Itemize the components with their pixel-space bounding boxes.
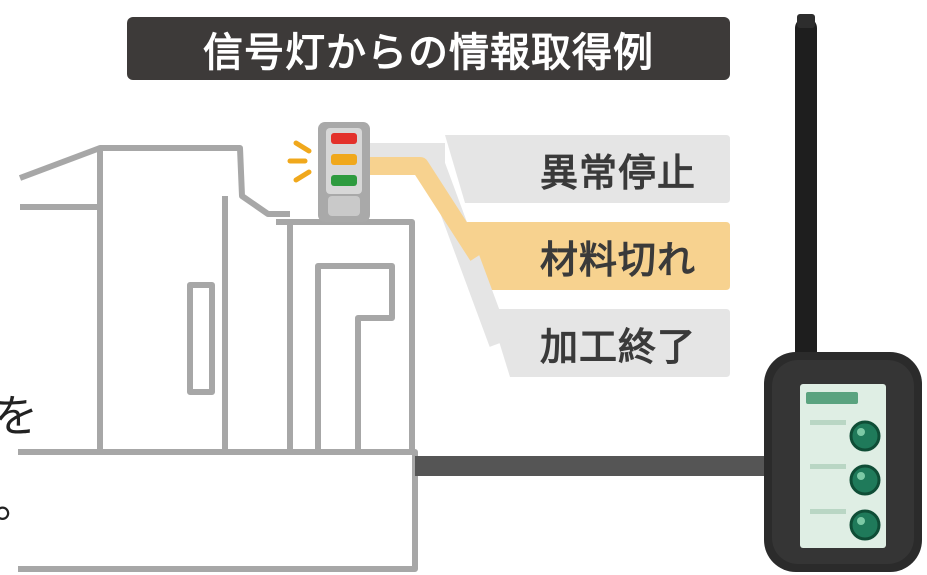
machine-slot xyxy=(187,282,215,395)
device-panel-header xyxy=(806,392,858,404)
machine-base xyxy=(18,449,418,572)
machine-right-housing xyxy=(276,219,415,452)
left-edge-text-bottom: 。 xyxy=(0,466,38,530)
amber-glow-marks xyxy=(287,140,312,183)
status-bg-processing-done xyxy=(489,309,730,377)
status-label-processing-done: 加工終了 xyxy=(539,324,696,369)
status-bg-material-out xyxy=(466,222,730,290)
signal-lamp-red xyxy=(331,133,357,144)
signal-lamp-green xyxy=(331,175,357,186)
machine-door xyxy=(315,263,395,452)
signal-tower-base xyxy=(328,196,360,216)
signal-tower xyxy=(318,122,370,222)
left-edge-text-top: を xyxy=(0,391,38,442)
status-label-backgrounds xyxy=(445,135,730,377)
machine-outline xyxy=(18,145,418,572)
status-label-material-out: 材料切れ xyxy=(539,237,696,282)
status-label-abnormal-stop: 異常停止 xyxy=(539,150,696,195)
device-antenna-tip xyxy=(797,14,815,28)
device-button-middle xyxy=(849,464,881,496)
connector-material-out xyxy=(364,157,486,261)
machine-roof xyxy=(18,145,290,217)
device-antenna xyxy=(795,18,817,378)
status-bg-abnormal-stop xyxy=(445,135,730,203)
device-button-top xyxy=(849,420,881,452)
device-button-bottom xyxy=(849,509,881,541)
diagram-title: 信号灯からの情報取得例 xyxy=(127,17,730,80)
connector-bands xyxy=(364,143,511,347)
signal-lamp-amber xyxy=(331,154,357,165)
wireless-device xyxy=(764,14,922,572)
